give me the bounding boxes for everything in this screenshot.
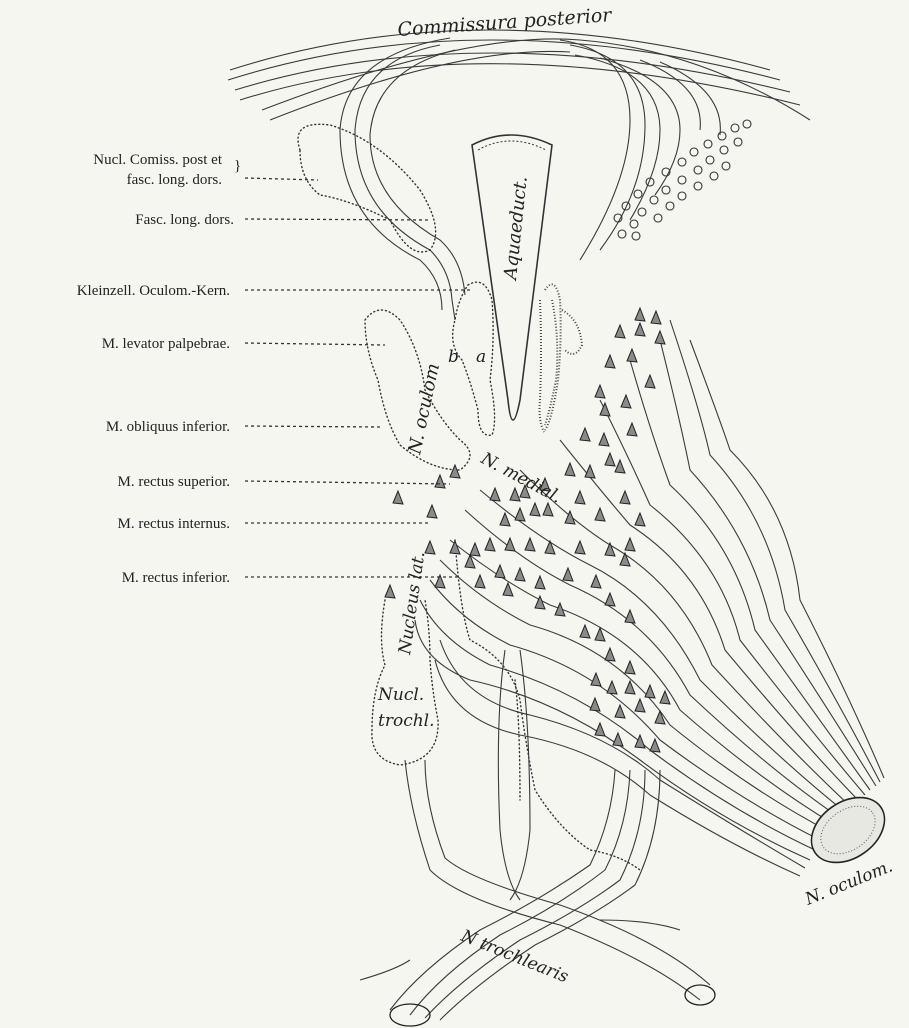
nerve-cell bbox=[485, 538, 495, 551]
label-trochl: trochl. bbox=[378, 711, 435, 731]
nerve-cell bbox=[450, 465, 460, 478]
nerve-cell bbox=[645, 685, 655, 698]
nerve-cell bbox=[585, 465, 595, 478]
nerve-cell bbox=[625, 538, 635, 551]
nerve-cell bbox=[591, 673, 601, 686]
label-obliquus: M. obliquus inferior. bbox=[106, 419, 230, 435]
label-fasc-long-dors-1: fasc. long. dors. bbox=[127, 172, 222, 188]
nerve-cell bbox=[575, 541, 585, 554]
nerve-cell bbox=[615, 460, 625, 473]
nerve-cell bbox=[490, 488, 500, 501]
label-n-oculom-vertical: N. oculom bbox=[404, 361, 444, 457]
nerve-cell bbox=[627, 423, 637, 436]
fiber-cross-sections bbox=[614, 120, 751, 240]
nerve-cell bbox=[575, 491, 585, 504]
label-n-oculom-nerve: N. oculom. bbox=[801, 856, 895, 910]
label-b: b bbox=[448, 347, 459, 367]
nerve-cell bbox=[385, 585, 395, 598]
nerve-cell bbox=[595, 385, 605, 398]
nerve-cell bbox=[599, 433, 609, 446]
nerve-cell bbox=[625, 610, 635, 623]
nerve-cell bbox=[535, 576, 545, 589]
brace-1: } bbox=[234, 158, 241, 174]
nerve-cell bbox=[450, 541, 460, 554]
label-nucl-comiss: Nucl. Comiss. post et bbox=[93, 152, 223, 168]
nerve-cell bbox=[635, 323, 645, 336]
nerve-cell bbox=[621, 395, 631, 408]
nerve-cell bbox=[595, 508, 605, 521]
nerve-cell bbox=[635, 699, 645, 712]
nerve-cell bbox=[635, 513, 645, 526]
nerve-cell bbox=[645, 375, 655, 388]
nerve-cell bbox=[613, 733, 623, 746]
stippled-bundle bbox=[540, 284, 583, 432]
label-nucleus-lat: Nucleus lat. bbox=[395, 550, 429, 656]
nerve-cell bbox=[625, 681, 635, 694]
nerve-cell bbox=[515, 508, 525, 521]
label-fasc-long-dors-2: Fasc. long. dors. bbox=[135, 212, 234, 228]
nerve-cell bbox=[525, 538, 535, 551]
nerve-cell bbox=[660, 691, 670, 704]
nerve-cell bbox=[563, 568, 573, 581]
nerve-cell bbox=[427, 505, 437, 518]
right-commissural-fibers bbox=[560, 40, 720, 260]
nerve-cell bbox=[605, 355, 615, 368]
label-nucl: Nucl. bbox=[377, 685, 424, 705]
nerve-cell bbox=[503, 583, 513, 596]
nerve-cell bbox=[435, 475, 445, 488]
nerve-cell bbox=[650, 739, 660, 752]
nerve-cell bbox=[510, 488, 520, 501]
label-rectus-superior: M. rectus superior. bbox=[118, 474, 230, 490]
nerve-cell bbox=[470, 543, 480, 556]
nerve-cell bbox=[425, 541, 435, 554]
nerve-cell bbox=[635, 308, 645, 321]
label-aquaeduct: Aquaeduct. bbox=[500, 175, 532, 282]
nerve-cell bbox=[595, 723, 605, 736]
nerve-cell bbox=[600, 403, 610, 416]
nerve-cell bbox=[635, 735, 645, 748]
nerve-cell bbox=[651, 311, 661, 324]
left-loop-fibers bbox=[340, 38, 465, 320]
nerve-cell bbox=[590, 698, 600, 711]
nerve-cell bbox=[495, 565, 505, 578]
label-kleinzell: Kleinzell. Oculom.-Kern. bbox=[77, 283, 230, 299]
label-levator: M. levator palpebrae. bbox=[102, 336, 230, 352]
nerve-cell bbox=[605, 453, 615, 466]
nerve-cell bbox=[465, 555, 475, 568]
nerve-cell bbox=[655, 711, 665, 724]
nerve-cell bbox=[565, 463, 575, 476]
nerve-cell bbox=[580, 428, 590, 441]
nerve-cell bbox=[580, 625, 590, 638]
nerve-cell bbox=[605, 543, 615, 556]
nerve-cell bbox=[615, 325, 625, 338]
label-a: a bbox=[476, 347, 486, 367]
nerve-cell bbox=[591, 575, 601, 588]
nerve-cell bbox=[530, 503, 540, 516]
nerve-cell bbox=[615, 705, 625, 718]
nerve-cell bbox=[625, 661, 635, 674]
label-rectus-inferior: M. rectus inferior. bbox=[122, 570, 230, 586]
nerve-cell bbox=[620, 491, 630, 504]
nerve-cell bbox=[500, 513, 510, 526]
oculomotor-root-fibers bbox=[415, 320, 884, 876]
left-labels: Nucl. Comiss. post et } fasc. long. dors… bbox=[77, 152, 241, 586]
label-commissura: Commissura posterior bbox=[397, 4, 614, 41]
nerve-cell bbox=[607, 681, 617, 694]
nerve-cell bbox=[620, 553, 630, 566]
label-rectus-internus: M. rectus internus. bbox=[118, 516, 230, 532]
nerve-cell bbox=[515, 568, 525, 581]
nerve-cell bbox=[545, 541, 555, 554]
nerve-cell bbox=[605, 648, 615, 661]
nerve-cell bbox=[605, 593, 615, 606]
nerve-cell bbox=[655, 331, 665, 344]
nerve-cell bbox=[627, 349, 637, 362]
commissura-fibers bbox=[228, 30, 810, 120]
nerve-cell bbox=[475, 575, 485, 588]
nucleus-outlines bbox=[298, 124, 640, 870]
nerve-cell bbox=[393, 491, 403, 504]
